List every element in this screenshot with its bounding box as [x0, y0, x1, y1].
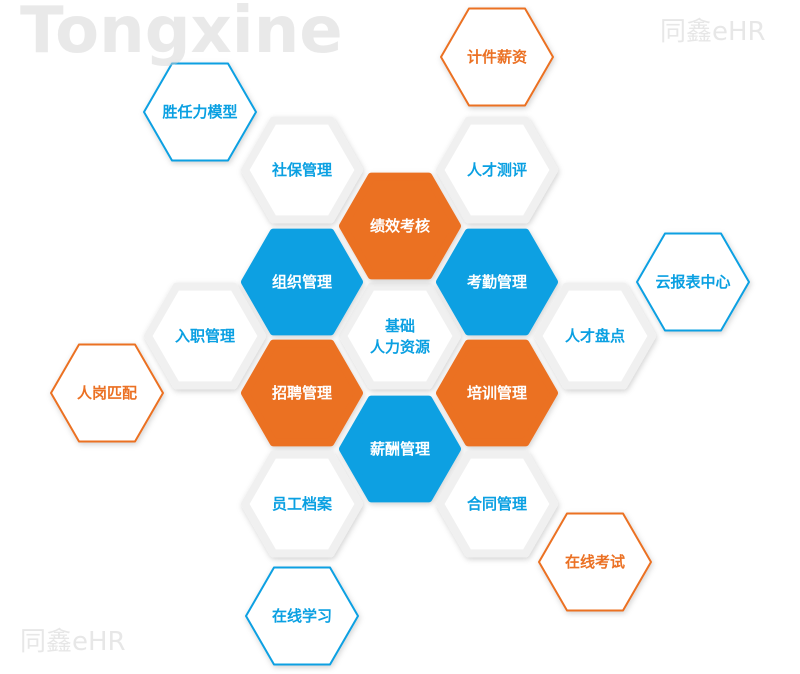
hexagon-label: 人才盘点 — [565, 327, 625, 345]
hexagon-label: 胜任力模型 — [162, 103, 237, 121]
hexagon-outline-blue — [636, 232, 750, 332]
hexagon-filled-blue — [241, 228, 363, 336]
hexagon-filled-orange — [436, 339, 558, 447]
center-line-1: 基础 — [384, 317, 415, 335]
center-line-2: 人力资源 — [370, 338, 430, 356]
watermark-sub: 同鑫eHR — [20, 627, 126, 657]
hexagon-white — [436, 450, 558, 558]
center-hexagon-text: 基础 人力资源 — [370, 317, 430, 356]
hexagon-label: 在线学习 — [272, 607, 332, 625]
hexagon-filled-orange — [339, 172, 461, 280]
watermark: Tongxine 同鑫eHR 同鑫eHR — [20, 0, 766, 657]
hexagon-label: 在线考试 — [565, 553, 625, 571]
watermark-brand: Tongxine — [20, 0, 343, 68]
hexagon-label: 社保管理 — [271, 161, 332, 179]
hexagon-label: 考勤管理 — [467, 273, 527, 291]
hexagon-label: 云报表中心 — [655, 273, 730, 291]
hexagon-label: 绩效考核 — [370, 217, 430, 235]
hexagon-outline-orange — [538, 512, 652, 612]
hexagon-label: 人才测评 — [467, 161, 527, 179]
hexagon-label: 招聘管理 — [272, 384, 332, 402]
hexagon-label: 组织管理 — [272, 273, 332, 291]
hexagon-white — [241, 450, 363, 558]
hexagon-label: 入职管理 — [175, 327, 235, 345]
hexagon-filled-orange — [241, 339, 363, 447]
hexagon-label: 员工档案 — [272, 495, 333, 513]
hexagon-white — [534, 282, 656, 390]
hexagon-label: 合同管理 — [466, 495, 527, 513]
hexagon-label: 计件薪资 — [467, 48, 527, 66]
hexagon-outline-blue — [143, 62, 257, 162]
hexagon-outline-orange — [50, 343, 164, 443]
hexagon-label: 人岗匹配 — [77, 384, 137, 402]
watermark-sub-2: 同鑫eHR — [660, 17, 766, 47]
hexagon-label: 薪酬管理 — [370, 440, 430, 458]
hexagon-filled-blue — [436, 228, 558, 336]
hexagon-label: 培训管理 — [467, 384, 527, 402]
hexagon-outline-blue — [245, 566, 359, 666]
hexagon-outline-orange — [440, 7, 554, 107]
hexagon-white — [436, 116, 558, 224]
hexagon-white — [241, 116, 363, 224]
hexagon-filled-blue — [339, 395, 461, 503]
hexagon-white — [144, 282, 266, 390]
center-hexagon — [339, 282, 461, 390]
